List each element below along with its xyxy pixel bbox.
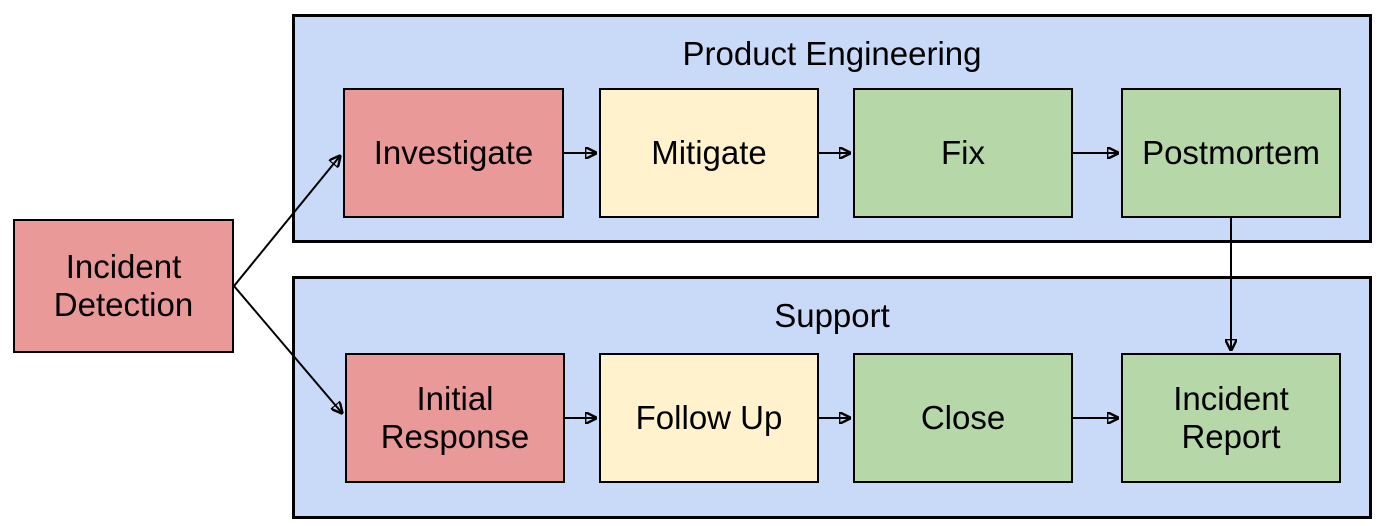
node-postmortem: Postmortem (1121, 88, 1341, 218)
node-label: Postmortem (1142, 134, 1320, 172)
node-label: Investigate (373, 134, 534, 172)
lane-title-support: Support (774, 297, 890, 334)
node-label: Mitigate (651, 134, 767, 172)
node-label: Incident Report (1173, 380, 1289, 455)
node-label: Follow Up (635, 399, 783, 437)
node-initial-response: Initial Response (345, 353, 565, 483)
node-incident-report: Incident Report (1121, 353, 1341, 483)
node-mitigate: Mitigate (599, 88, 819, 218)
node-incident-detection: Incident Detection (13, 219, 234, 353)
node-label: Initial Response (380, 380, 530, 455)
node-investigate: Investigate (343, 88, 564, 218)
node-follow-up: Follow Up (599, 353, 819, 483)
node-close: Close (853, 353, 1073, 483)
node-fix: Fix (853, 88, 1073, 218)
node-label: Fix (941, 134, 985, 172)
node-label: Close (920, 399, 1006, 437)
lane-title-product-engineering: Product Engineering (682, 35, 982, 72)
node-label: Incident Detection (53, 248, 194, 323)
